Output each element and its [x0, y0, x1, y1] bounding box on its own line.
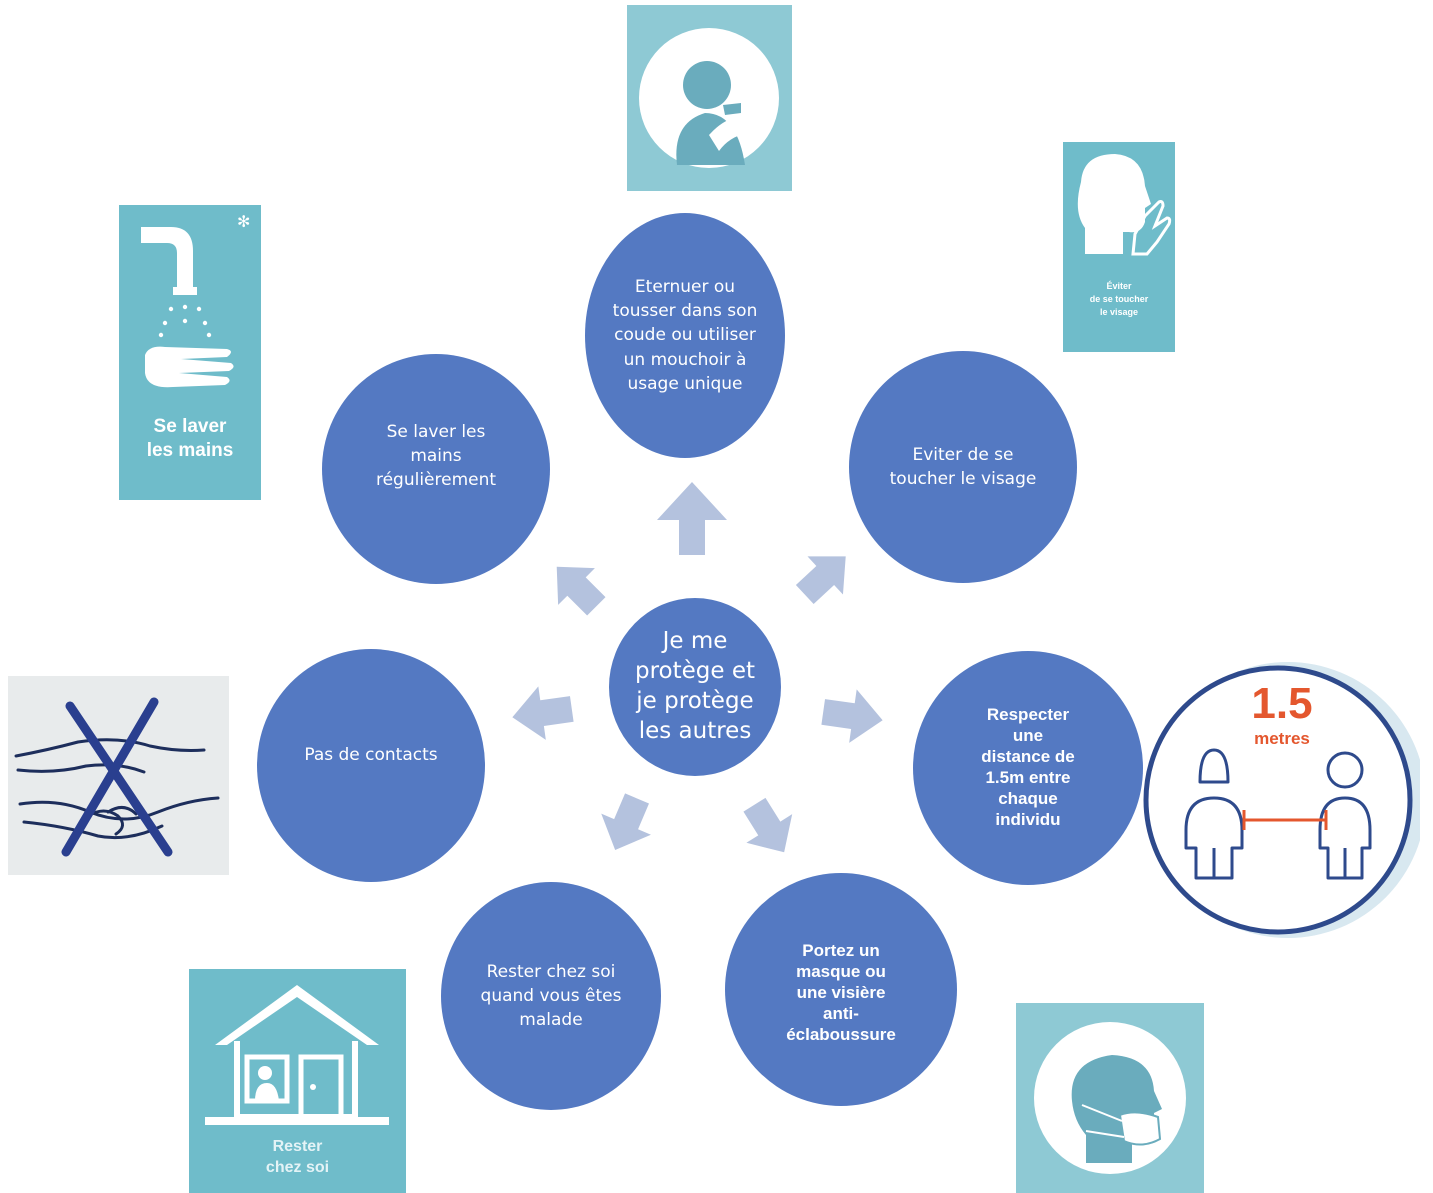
arrow-left [512, 686, 574, 740]
mask-icon [1016, 1003, 1204, 1193]
house-icon: Rester chez soi [189, 969, 406, 1193]
distance-icon: 1.5 metres [1140, 652, 1420, 944]
no-handshake-icon [8, 676, 229, 875]
face-touch-icon: Éviter de se toucher le visage [1063, 142, 1175, 352]
distance-value: 1.5 [1251, 679, 1313, 728]
hand-wash-label: Se laver les mains [146, 416, 234, 461]
face-touch-label: Éviter de se toucher le visage [1089, 281, 1149, 318]
measure-visage: Eviter de se toucher le visage [849, 351, 1077, 583]
measure-rester: Rester chez soi quand vous êtes malade [441, 882, 661, 1110]
arrow-down-left [601, 793, 651, 850]
measure-masque: Portez un masque ou une visière anti- éc… [725, 873, 957, 1106]
distance-unit: metres [1254, 729, 1310, 748]
measure-laver: Se laver les mains régulièrement [322, 354, 550, 584]
svg-text:✻: ✻ [237, 212, 250, 231]
arrow-up [657, 482, 727, 555]
arrow-up-left [556, 566, 606, 616]
measure-eternuer: Eternuer ou tousser dans son coude ou ut… [585, 213, 785, 458]
house-label: Rester chez soi [265, 1138, 330, 1176]
measure-distance: Respecter une distance de 1.5m entre cha… [913, 651, 1143, 885]
cough-icon [627, 5, 792, 191]
center-circle: Je me protège et je protège les autres [609, 598, 781, 776]
hand-wash-icon: ✻ Se laver les mains [119, 205, 261, 500]
measure-contacts: Pas de contacts [257, 649, 485, 882]
arrow-up-right [795, 556, 846, 605]
arrow-down-right [743, 797, 793, 853]
arrow-right [821, 689, 883, 743]
